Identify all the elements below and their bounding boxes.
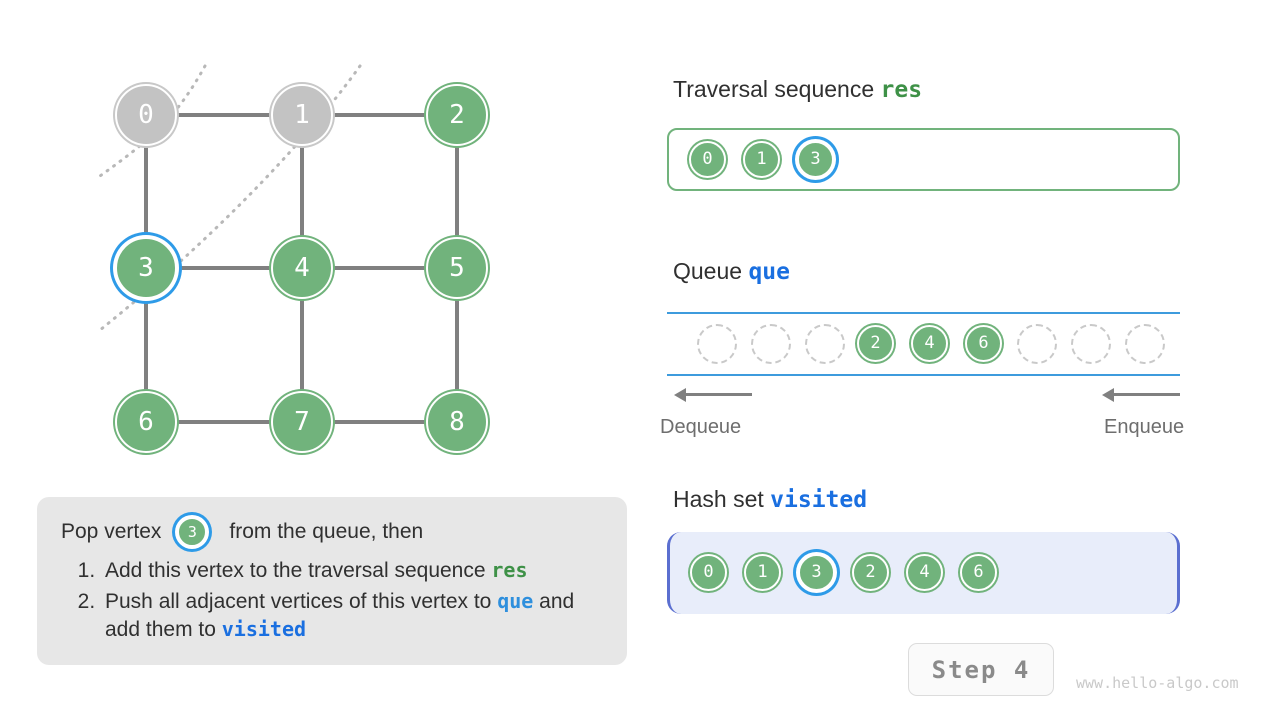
step-badge: Step 4 — [908, 643, 1054, 696]
caption-step-2-code-visited: visited — [221, 616, 307, 641]
set-title-text: Hash set — [673, 486, 764, 512]
graph-node-1[interactable]: 1 — [271, 84, 333, 146]
graph-node-5[interactable]: 5 — [426, 237, 488, 299]
caption-step-2-text: Push all adjacent vertices of this verte… — [105, 590, 498, 614]
enqueue-label: Enqueue — [1104, 416, 1185, 438]
caption-vertex-node: 3 — [177, 517, 208, 547]
dequeue-label: Dequeue — [660, 416, 742, 438]
graph-edge — [455, 115, 459, 268]
caption-text-before: Pop vertex — [61, 520, 162, 543]
queue-title-code: que — [748, 259, 790, 285]
queue-slot-empty[interactable] — [751, 324, 791, 364]
queue-slot-empty[interactable] — [697, 324, 737, 364]
queue-slot-empty[interactable] — [1017, 324, 1057, 364]
graph-edge — [302, 266, 457, 270]
set-title-code: visited — [770, 487, 868, 513]
set-item-4[interactable]: 4 — [906, 554, 943, 591]
caption-step-item-2: Push all adjacent vertices of this verte… — [101, 588, 603, 643]
caption-step-2-text-2: and add them to — [105, 590, 575, 641]
graph-edge — [302, 113, 457, 117]
queue-section-title: Queue que — [673, 258, 790, 285]
res-title-text: Traversal sequence — [673, 76, 875, 102]
caption-line-1: Pop vertex 3 from the queue, then — [61, 517, 603, 547]
graph-node-3[interactable]: 3 — [115, 237, 177, 299]
caption-step-1-text: Add this vertex to the traversal sequenc… — [105, 559, 492, 582]
graph-node-4[interactable]: 4 — [271, 237, 333, 299]
set-item-5[interactable]: 6 — [960, 554, 997, 591]
graph-edge — [144, 268, 148, 422]
set-item-1[interactable]: 1 — [744, 554, 781, 591]
queue-container: 2 4 6 — [667, 312, 1180, 376]
res-title-code: res — [880, 77, 923, 103]
set-section-title: Hash set visited — [673, 486, 867, 513]
graph-edge — [146, 420, 302, 424]
res-item-2[interactable]: 3 — [797, 141, 834, 178]
queue-slot-empty[interactable] — [1071, 324, 1111, 364]
queue-slot-filled[interactable]: 6 — [965, 325, 1002, 362]
caption-step-item-1: Add this vertex to the traversal sequenc… — [101, 557, 603, 584]
graph-node-6[interactable]: 6 — [115, 391, 177, 453]
queue-slot-filled[interactable]: 4 — [911, 325, 948, 362]
visited-set-container: 0 1 3 2 4 6 — [667, 532, 1180, 614]
graph-edge — [302, 420, 457, 424]
graph-node-2[interactable]: 2 — [426, 84, 488, 146]
queue-slot-filled[interactable]: 2 — [857, 325, 894, 362]
caption-step-2-code-que: que — [497, 589, 534, 614]
graph-edge — [300, 268, 304, 422]
caption-steps-list: Add this vertex to the traversal sequenc… — [61, 557, 603, 643]
graph-node-8[interactable]: 8 — [426, 391, 488, 453]
res-item-0[interactable]: 0 — [689, 141, 726, 178]
caption-text-after: from the queue, then — [229, 520, 424, 543]
res-section-title: Traversal sequence res — [673, 76, 922, 103]
set-item-3[interactable]: 2 — [852, 554, 889, 591]
watermark: www.hello-algo.com — [1076, 674, 1239, 692]
graph-node-0[interactable]: 0 — [115, 84, 177, 146]
dequeue-arrow-icon — [674, 387, 752, 403]
set-item-0[interactable]: 0 — [690, 554, 727, 591]
graph-node-7[interactable]: 7 — [271, 391, 333, 453]
caption-box: Pop vertex 3 from the queue, then Add th… — [37, 497, 627, 665]
res-container: 0 1 3 — [667, 128, 1180, 191]
graph-panel: 0 1 2 3 4 5 6 7 8 — [0, 0, 640, 480]
res-item-1[interactable]: 1 — [743, 141, 780, 178]
queue-slot-empty[interactable] — [1125, 324, 1165, 364]
queue-title-text: Queue — [673, 258, 743, 284]
right-panel: Traversal sequence res 0 1 3 Queue que 2… — [660, 0, 1280, 720]
queue-slot-empty[interactable] — [805, 324, 845, 364]
caption-step-1-code: res — [491, 558, 528, 582]
graph-edge — [455, 268, 459, 422]
set-item-2[interactable]: 3 — [798, 554, 835, 591]
queue-rail-top — [667, 312, 1180, 314]
enqueue-arrow-icon — [1102, 387, 1180, 403]
queue-rail-bottom — [667, 374, 1180, 376]
